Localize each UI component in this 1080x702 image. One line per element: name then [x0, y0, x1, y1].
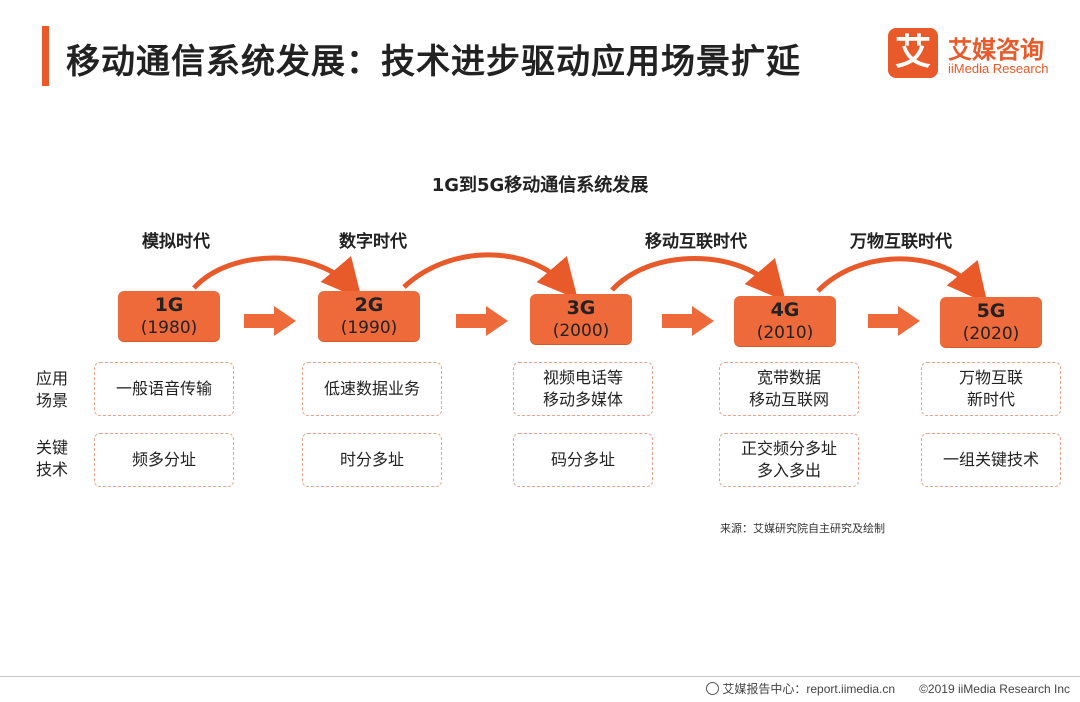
globe-icon: [706, 682, 720, 695]
technology-cell-1g: 频多分址: [94, 433, 234, 487]
row-label-application: 应用 场景: [35, 369, 68, 410]
generation-year: (2020): [962, 324, 1020, 344]
generation-year: (2010): [756, 323, 814, 343]
technology-cell-5g: 一组关键技术: [921, 433, 1061, 487]
generation-box-2g: 2G (1990): [318, 291, 420, 341]
generation-name: 5G: [976, 300, 1006, 322]
arrow-right-icon: [662, 306, 714, 336]
era-label-mobile-internet: 移动互联时代: [645, 232, 747, 252]
generation-box-5g: 5G (2020): [940, 297, 1042, 347]
footer-copyright: ©2019 iiMedia Research Inc: [919, 682, 1070, 696]
title-accent-bar: [42, 26, 49, 86]
arc-2g-3g: [402, 252, 578, 300]
application-cell-1g: 一般语音传输: [94, 362, 234, 416]
page-title: 移动通信系统发展：技术进步驱动应用场景扩延: [66, 42, 801, 82]
era-label-digital: 数字时代: [339, 232, 407, 252]
generation-name: 3G: [566, 297, 596, 319]
arc-1g-2g: [192, 255, 362, 300]
generation-year: (1980): [140, 318, 198, 338]
technology-cell-3g: 码分多址: [513, 433, 653, 487]
footer: 艾媒报告中心：report.iimedia.cn ©2019 iiMedia Re…: [706, 680, 1070, 697]
footer-divider: [0, 676, 1080, 677]
generation-year: (2000): [552, 321, 610, 341]
generation-box-1g: 1G (1980): [118, 291, 220, 341]
era-label-iot: 万物互联时代: [850, 232, 952, 252]
application-cell-5g: 万物互联新时代: [921, 362, 1061, 416]
generation-name: 2G: [354, 294, 384, 316]
logo-chinese-name: 艾媒咨询: [948, 36, 1044, 64]
generation-year: (1990): [340, 318, 398, 338]
arrow-right-icon: [456, 306, 508, 336]
arrow-right-icon: [244, 306, 296, 336]
logo-english-name: iiMedia Research: [948, 61, 1049, 76]
technology-cell-4g: 正交频分多址多入多出: [719, 433, 859, 487]
footer-report-center: 艾媒报告中心：report.iimedia.cn: [722, 682, 896, 696]
iimedia-logo: 艾 艾媒咨询 iiMedia Research: [888, 28, 1068, 84]
logo-mark: 艾: [888, 28, 938, 78]
application-cell-4g: 宽带数据移动互联网: [719, 362, 859, 416]
source-note: 来源：艾媒研究院自主研究及绘制: [720, 522, 885, 535]
arc-4g-5g: [816, 256, 988, 304]
era-label-analog: 模拟时代: [142, 232, 210, 252]
generation-name: 4G: [770, 299, 800, 321]
technology-cell-2g: 时分多址: [302, 433, 442, 487]
row-label-technology: 关键 技术: [35, 438, 68, 479]
arc-3g-4g: [610, 256, 786, 302]
generation-name: 1G: [154, 294, 184, 316]
generation-box-3g: 3G (2000): [530, 294, 632, 344]
arrow-right-icon: [868, 306, 920, 336]
application-cell-3g: 视频电话等移动多媒体: [513, 362, 653, 416]
generation-box-4g: 4G (2010): [734, 296, 836, 346]
diagram-title: 1G到5G移动通信系统发展: [431, 175, 649, 196]
application-cell-2g: 低速数据业务: [302, 362, 442, 416]
